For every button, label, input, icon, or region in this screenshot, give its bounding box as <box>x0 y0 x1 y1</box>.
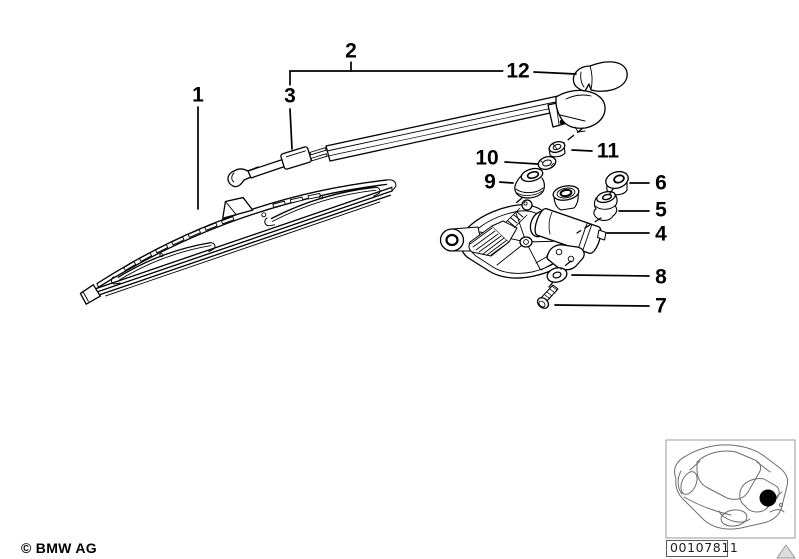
wiper-arm-drawing <box>227 89 606 188</box>
nav-triangle-icon[interactable] <box>776 544 796 559</box>
pivot-cap-drawing <box>572 61 628 92</box>
callout-label-8[interactable]: 8 <box>652 266 670 288</box>
callout-label-11[interactable]: 11 <box>593 140 623 162</box>
image-number-box: 00107811 <box>666 540 738 557</box>
callout-leader-lines <box>197 61 650 307</box>
callout-label-7[interactable]: 7 <box>652 295 670 317</box>
callout-label-4[interactable]: 4 <box>652 223 670 245</box>
callout-label-12[interactable]: 12 <box>503 60 533 82</box>
assembly-axis-dashes <box>515 127 614 288</box>
callout-label-5[interactable]: 5 <box>652 199 670 221</box>
rear-window-location-dot <box>759 489 777 507</box>
callout-label-1[interactable]: 1 <box>189 84 207 106</box>
car-location-thumbnail[interactable] <box>665 439 796 539</box>
washer-drawing <box>537 156 557 170</box>
callout-label-6[interactable]: 6 <box>652 172 670 194</box>
callout-label-2[interactable]: 2 <box>342 40 360 62</box>
copyright-notice: © BMW AG <box>21 540 97 556</box>
wiper-blade-drawing <box>79 179 397 305</box>
ribbed-bushing-drawing <box>593 190 618 221</box>
screw-drawing <box>536 284 559 309</box>
callout-label-10[interactable]: 10 <box>472 147 502 169</box>
cap-nut-drawing <box>605 170 629 196</box>
shaft-grommet-drawing <box>514 167 545 199</box>
callout-label-3[interactable]: 3 <box>281 85 299 107</box>
spindle-nut-drawing <box>548 140 566 158</box>
callout-label-9[interactable]: 9 <box>481 171 499 193</box>
wiper-motor-drawing <box>439 185 607 279</box>
foot-washer-drawing <box>546 267 568 283</box>
